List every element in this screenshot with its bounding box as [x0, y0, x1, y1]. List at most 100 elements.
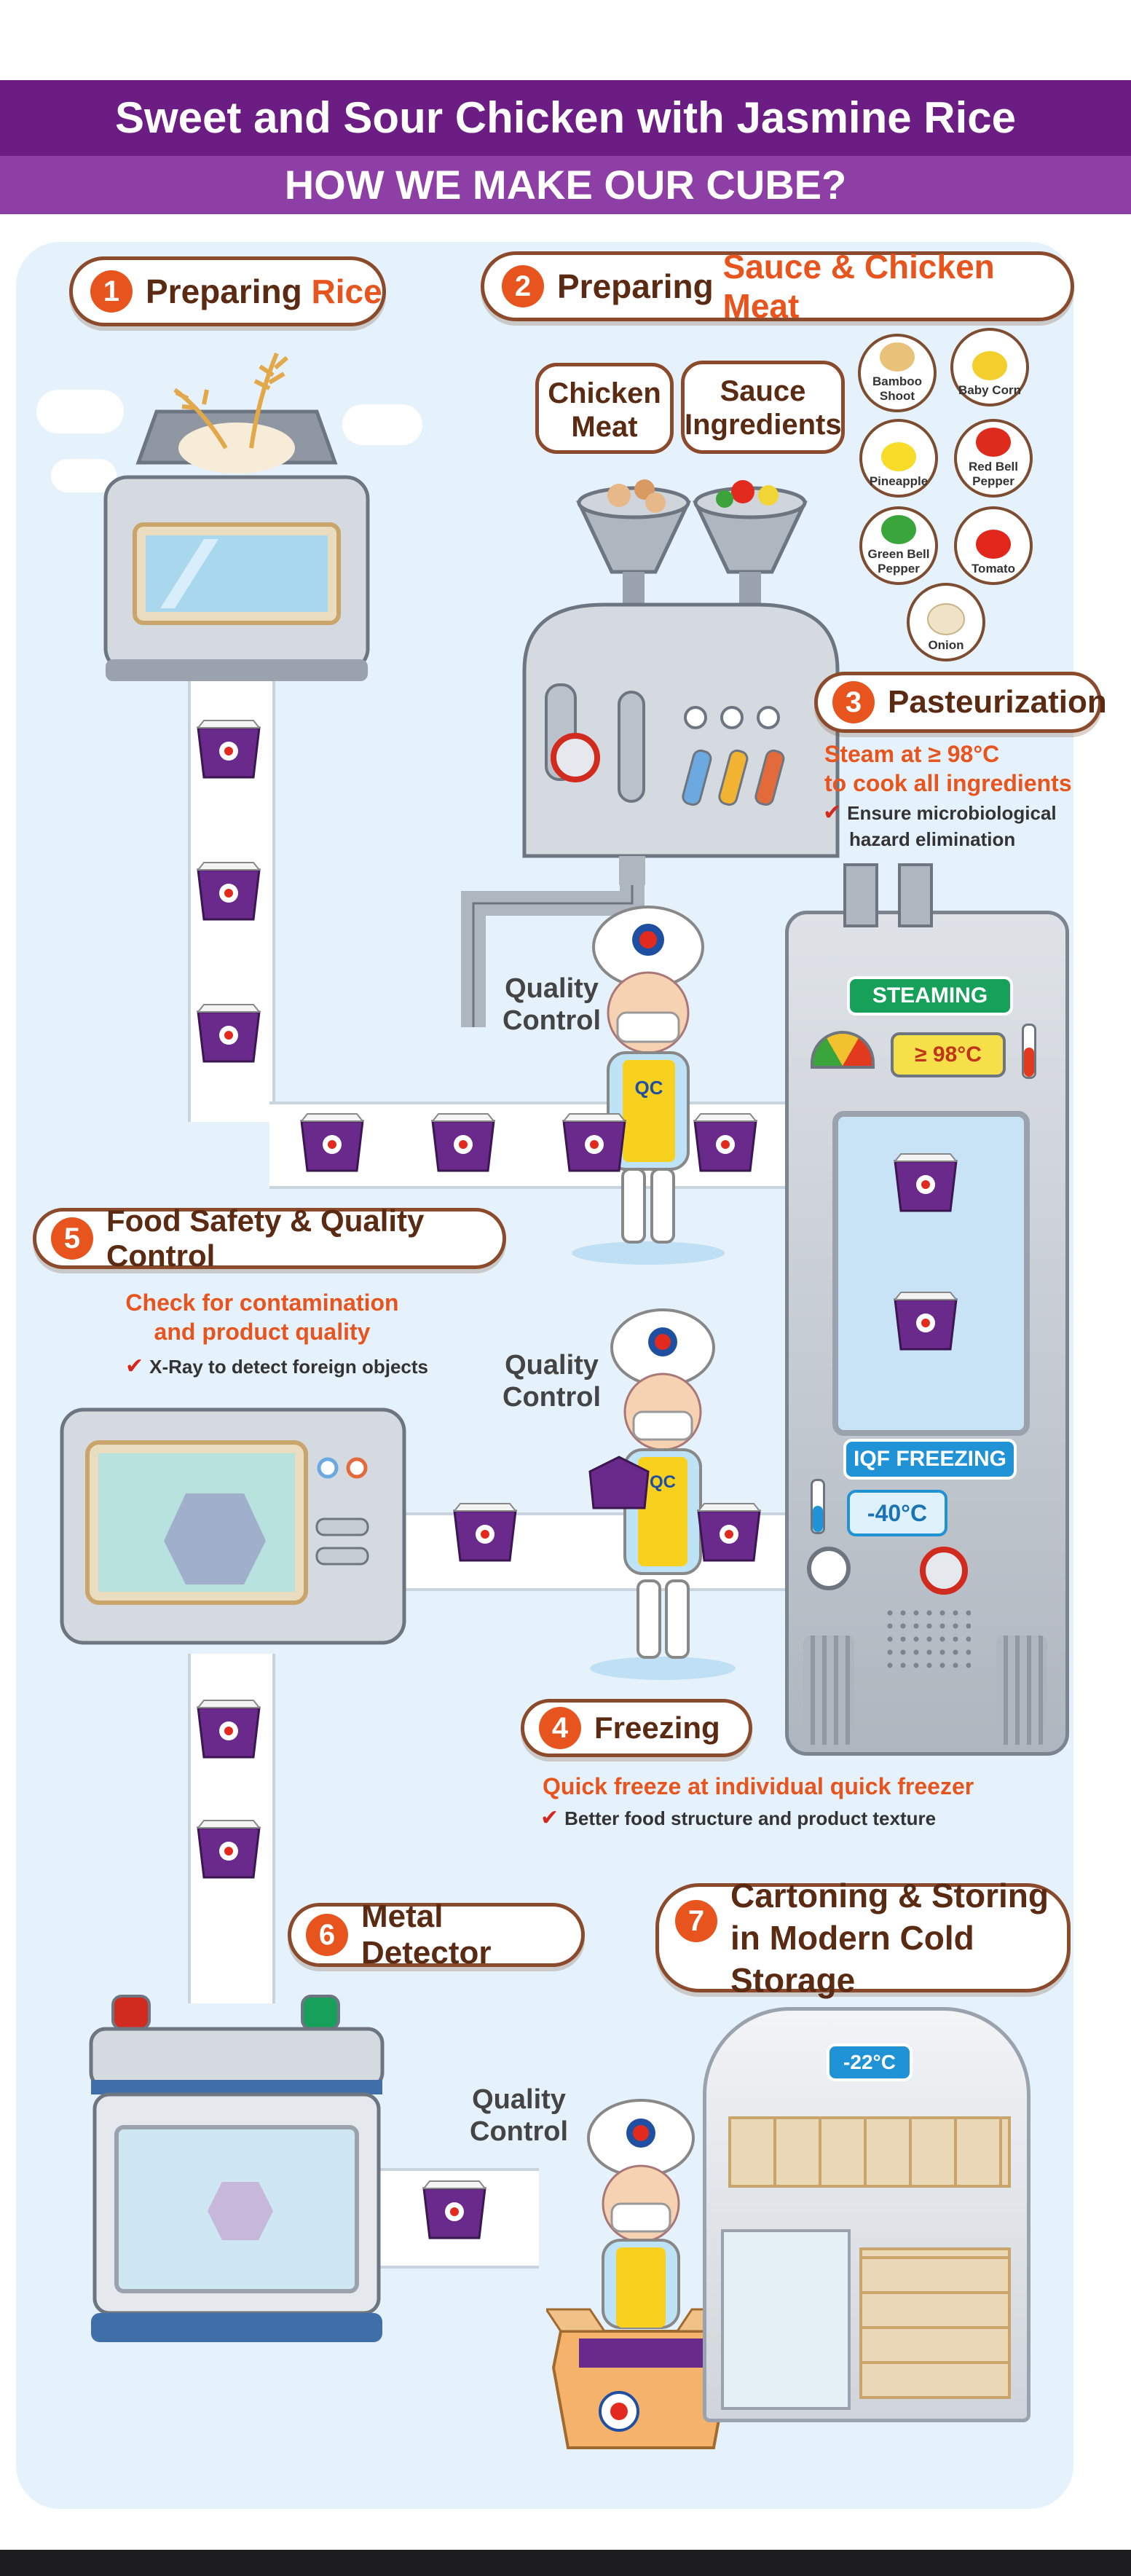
- ingredient-label: Green Bell Pepper: [867, 547, 930, 576]
- step-4-heading: 4 Freezing: [521, 1699, 752, 1757]
- bamboo-shoot-icon: [880, 342, 915, 372]
- step-2-heading: 2 Preparing Sauce & Chicken Meat: [481, 248, 1074, 325]
- qc-chef-illustration: QC: [572, 906, 725, 1265]
- step-3-heading: 3 Pasteurization: [814, 672, 1107, 733]
- page-title: Sweet and Sour Chicken with Jasmine Rice: [0, 80, 1131, 156]
- product-cube-icon: [196, 862, 261, 921]
- storage-shelf: [859, 2247, 1011, 2399]
- sauce-ingredients-bubble: Sauce Ingredients: [681, 361, 845, 454]
- bubble-line: Meat: [571, 411, 638, 443]
- metal-detector-machine: [89, 1995, 385, 2342]
- step-number: 7: [675, 1900, 717, 1942]
- note-line: Ensure microbiological: [847, 802, 1057, 824]
- step-4-desc: Quick freeze at individual quick freezer: [543, 1773, 974, 1799]
- step-number: 4: [539, 1707, 581, 1749]
- product-cube-icon: [452, 1503, 518, 1562]
- bubble-line: Chicken: [548, 377, 661, 409]
- thermometer-icon: [1022, 1024, 1036, 1079]
- qc-chef-illustration: QC: [588, 1308, 736, 1680]
- product-cube-icon: [299, 1113, 365, 1172]
- product-cube-icon: [893, 1292, 958, 1351]
- storage-shelf: [728, 2116, 1011, 2188]
- qc-line: Quality: [505, 973, 599, 1004]
- step-title: Food Safety & Quality Control: [106, 1203, 425, 1273]
- apron-label: QC: [635, 1077, 663, 1099]
- dial-icon: [807, 1547, 851, 1590]
- step-1-heading: 1 Preparing Rice: [69, 256, 386, 326]
- step-title: Preparing: [557, 267, 714, 305]
- pineapple-icon: [881, 442, 916, 471]
- cloud-icon: [342, 404, 422, 445]
- step-number: 1: [90, 270, 133, 313]
- step-3-desc-line-1: Steam at ≥ 98°C: [824, 741, 1000, 767]
- cold-storage-unit: -22°C: [703, 2007, 1030, 2422]
- product-cube-icon: [196, 720, 261, 779]
- red-bell-pepper-icon: [976, 428, 1011, 457]
- onion-icon: [927, 603, 965, 635]
- bubble-line: Ingredients: [685, 409, 842, 441]
- ingredient-red-bell-pepper: Red Bell Pepper: [954, 419, 1033, 498]
- note-line: X-Ray to detect foreign objects: [149, 1356, 428, 1378]
- ingredient-label: Baby Corn: [958, 383, 1021, 397]
- step-number: 3: [832, 681, 875, 723]
- mixer-machine: [461, 479, 840, 1027]
- storage-temp-display: -22°C: [827, 2043, 913, 2081]
- check-icon: ✔: [540, 1806, 559, 1830]
- check-icon: ✔: [823, 801, 842, 825]
- note-line: hazard elimination: [849, 828, 1016, 850]
- step-title-line: Cartoning & Storing: [730, 1877, 1049, 1915]
- valve-wheel-icon: [920, 1547, 968, 1595]
- machine-legs: [803, 1635, 854, 1745]
- ingredient-label: Red Bell Pepper: [968, 460, 1019, 488]
- machine-legs: [996, 1635, 1047, 1745]
- qc-line: Control: [503, 1382, 602, 1413]
- step-title: Preparing: [146, 272, 302, 310]
- qc-line: Quality: [505, 1350, 599, 1381]
- product-cube-icon: [196, 1820, 261, 1879]
- quality-control-label: Quality Control: [503, 973, 601, 1037]
- note-line: Better food structure and product textur…: [564, 1807, 937, 1829]
- thermometer-icon: [811, 1479, 825, 1534]
- page-subtitle: HOW WE MAKE OUR CUBE?: [0, 156, 1131, 214]
- step-3-note: ✔Ensure microbiological hazard eliminati…: [823, 800, 1057, 852]
- apron-label: QC: [650, 1472, 676, 1492]
- ingredient-bamboo-shoot: Bamboo Shoot: [858, 334, 937, 412]
- product-cube-icon: [422, 2180, 487, 2239]
- xray-machine: [60, 1407, 406, 1645]
- gauge-icon: [811, 1031, 875, 1069]
- cloud-icon: [36, 390, 124, 433]
- product-cube-icon: [893, 1153, 958, 1212]
- ingredient-green-bell-pepper: Green Bell Pepper: [859, 506, 938, 585]
- step-number: 2: [502, 265, 544, 307]
- step-3-desc-line-2: to cook all ingredients: [824, 770, 1072, 796]
- ingredient-label: Bamboo Shoot: [872, 374, 922, 403]
- step-title-highlight: Sauce & Chicken Meat: [722, 248, 995, 325]
- step-title-highlight: Rice: [311, 272, 382, 310]
- freeze-temp-display: -40°C: [847, 1490, 947, 1536]
- step-5-note: ✔X-Ray to detect foreign objects: [125, 1354, 428, 1379]
- product-cube-icon: [430, 1113, 496, 1172]
- product-cube-icon: [696, 1503, 762, 1562]
- product-cube-icon: [196, 1004, 261, 1063]
- ingredient-baby-corn: Baby Corn: [950, 328, 1029, 407]
- ingredient-pineapple: Pineapple: [859, 419, 938, 498]
- footer-bar: [0, 2550, 1131, 2576]
- product-cube-icon: [693, 1113, 758, 1172]
- tomato-icon: [976, 530, 1011, 559]
- bubble-line: Sauce: [720, 375, 806, 407]
- step-5-heading: 5 Food Safety & Quality Control: [33, 1203, 506, 1273]
- step-number: 6: [306, 1914, 348, 1956]
- quality-control-label: Quality Control: [503, 1349, 601, 1413]
- step-6-heading: 6 Metal Detector: [288, 1898, 585, 1971]
- product-cube-icon: [561, 1113, 627, 1172]
- steam-pipes: [843, 863, 878, 927]
- steaming-label: STEAMING: [847, 976, 1013, 1016]
- iqf-freezing-label: IQF FREEZING: [843, 1439, 1017, 1480]
- product-cube-icon: [196, 1700, 261, 1759]
- ingredient-label: Pineapple: [869, 474, 929, 488]
- check-icon: ✔: [125, 1354, 144, 1378]
- qc-line: Control: [503, 1005, 602, 1036]
- step-4-note: ✔Better food structure and product textu…: [540, 1805, 936, 1831]
- step-5-desc: Check for contamination and product qual…: [117, 1288, 408, 1346]
- cloud-icon: [51, 459, 117, 492]
